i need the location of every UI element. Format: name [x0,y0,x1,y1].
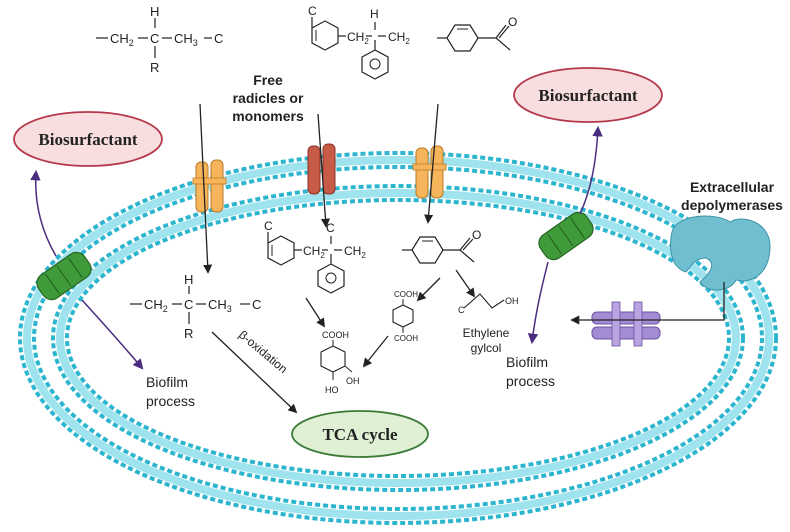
svg-text:COOH: COOH [394,334,418,343]
svg-text:C: C [214,31,223,46]
channel-orange-right [412,145,447,199]
svg-text:C: C [326,221,335,235]
arrow-enzyme-to-membrane [570,282,725,325]
polyethylene-structure-top: CH2 C H R CH3 C [96,4,223,75]
svg-text:CH3: CH3 [208,297,232,314]
channel-red [307,143,336,195]
svg-text:H: H [150,4,159,19]
svg-text:TCA cycle: TCA cycle [322,425,398,444]
polyethylene-structure-inner: CH2 C H R CH3 C [130,272,261,341]
svg-text:R: R [150,60,159,75]
svg-text:CH2: CH2 [303,244,325,260]
pathway-arrows [199,103,725,414]
svg-text:OH: OH [505,296,519,306]
arrow-pet-to-eg [455,269,476,298]
svg-text:OH: OH [346,376,360,386]
svg-text:Biosurfactant: Biosurfactant [38,130,138,149]
biofilm-process-left: Biofilm process [146,374,195,409]
polystyrene-structure-inner: C CH2 C CH2 [264,219,366,294]
svg-text:CH2: CH2 [344,244,366,260]
svg-text:CH2: CH2 [388,30,410,46]
svg-text:process: process [506,373,555,389]
svg-text:C: C [264,219,273,233]
svg-text:Ethylene: Ethylene [463,326,510,340]
svg-text:C: C [458,305,465,315]
svg-text:COOH: COOH [322,330,349,340]
svg-text:Biofilm: Biofilm [506,354,548,370]
svg-text:COOH: COOH [394,290,418,299]
cell-membrane [18,151,778,525]
svg-text:H: H [370,7,379,21]
channel-purple [591,301,661,347]
svg-text:O: O [472,228,481,242]
svg-text:CH3: CH3 [174,31,198,48]
arrow-pe-to-tca [211,331,298,414]
svg-text:Biofilm: Biofilm [146,374,188,390]
arrow-ps-uptake [317,113,331,228]
arrow-pet-to-tpa [416,277,441,302]
pet-structure-top: O [437,15,517,52]
svg-text:C: C [252,297,261,312]
svg-text:H: H [184,272,193,287]
biofilm-process-right: Biofilm process [506,354,555,389]
svg-text:C: C [150,31,159,46]
polystyrene-structure-top: C CH2 H CH2 [308,4,410,80]
svg-text:depolymerases: depolymerases [681,197,783,213]
free-radicals-label: Free radicles or monomers [232,72,304,124]
channel-green-right [538,211,594,261]
biosurfactant-right: Biosurfactant [513,67,663,123]
svg-text:O: O [508,15,517,29]
svg-text:CH2: CH2 [110,31,134,48]
biosurfactant-left: Biosurfactant [13,111,163,167]
arrow-pet-uptake [424,103,439,224]
svg-text:CH2: CH2 [347,30,369,46]
svg-text:process: process [146,393,195,409]
svg-text:gylcol: gylcol [471,341,502,355]
svg-text:HO: HO [325,385,339,395]
terephthalic-acid-structure: COOH COOH [392,290,418,343]
pet-structure-inner: O [402,228,481,264]
svg-text:R: R [184,326,193,341]
svg-text:Extracellular: Extracellular [690,179,775,195]
svg-text:C: C [184,297,193,312]
svg-text:radicles or: radicles or [233,90,304,106]
extracellular-depolymerase-enzyme: Extracellular depolymerases [670,179,783,291]
svg-text:Biosurfactant: Biosurfactant [538,86,638,105]
beta-oxidation-label: β-oxidation [236,328,290,377]
arrow-tpa-to-pca [362,335,389,368]
channel-green-left [36,251,92,301]
tca-cycle: TCA cycle [291,410,429,458]
biosurfactant-arrows [30,125,603,370]
svg-text:Free: Free [253,72,283,88]
svg-text:C: C [308,4,317,18]
arrow-to-biosurfactant-left [30,169,57,257]
arrow-pe-uptake [199,103,213,274]
arrow-ps-to-pca [305,297,325,328]
arrow-to-biofilm-right [527,261,549,345]
svg-text:monomers: monomers [232,108,304,124]
svg-text:CH2: CH2 [144,297,168,314]
protocatechuic-acid-structure: COOH OH HO [320,330,360,395]
ethylene-glycol-structure: C OH Ethylene gylcol [458,293,519,355]
arrow-to-biosurfactant-right [579,125,603,215]
arrow-to-biofilm-left [81,299,144,370]
